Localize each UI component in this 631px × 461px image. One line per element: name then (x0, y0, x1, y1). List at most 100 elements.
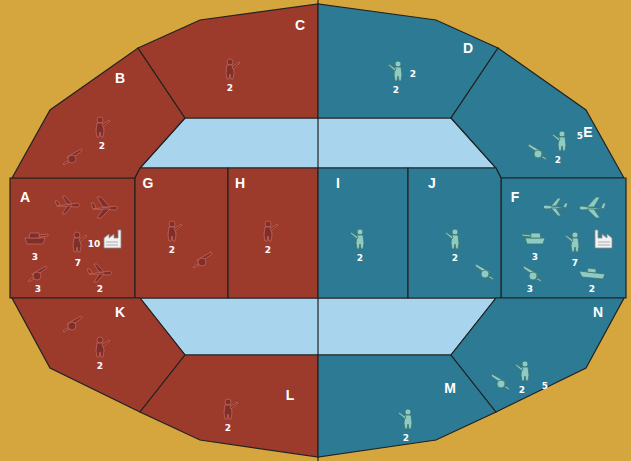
unit-count: 2 (265, 246, 271, 255)
units (226, 59, 240, 79)
units (63, 117, 110, 165)
units (445, 229, 494, 280)
unit-count: 2 (403, 434, 409, 443)
unit-count: 5 (577, 132, 583, 141)
inf-unit (388, 61, 402, 81)
region-letter: C (295, 18, 305, 32)
inf-unit (565, 232, 579, 252)
map-region: L2 (140, 355, 318, 457)
units (398, 409, 412, 429)
region-outline (501, 178, 626, 298)
unit-count: 2 (519, 386, 525, 395)
region-shape (501, 178, 626, 298)
region-outline (135, 168, 228, 298)
unit-count: 3 (532, 253, 538, 262)
inf-unit (398, 409, 412, 429)
unit-count: 2 (357, 254, 363, 263)
region-letter: E (583, 125, 592, 139)
unit-count: 2 (97, 285, 103, 294)
region-letter: K (115, 305, 125, 319)
units (168, 221, 212, 268)
art-unit (28, 266, 47, 282)
tank-unit (25, 233, 48, 244)
unit-count: 2 (97, 362, 103, 371)
units (264, 221, 278, 241)
region-letter: M (444, 381, 456, 395)
region-shape (140, 355, 318, 457)
plane-unit (87, 264, 112, 282)
region-letter: H (235, 176, 245, 190)
inf-unit (224, 399, 238, 419)
unit-count: 2 (227, 84, 233, 93)
factory-unit (104, 230, 121, 248)
art-unit (63, 149, 82, 165)
art-unit (528, 144, 547, 160)
inf-unit (168, 221, 182, 241)
unit-count: 10 (88, 240, 101, 249)
map-region: F 3 7 3 2 (501, 178, 626, 298)
units (350, 229, 364, 249)
region-letter: A (20, 190, 30, 204)
map-region: A 3 7 10 3 2 (10, 178, 135, 298)
map-region: N 2 5 (451, 298, 624, 412)
region-shape (451, 48, 624, 178)
map-region: C2 (138, 4, 318, 118)
inf-unit (445, 229, 459, 249)
inf-unit (96, 117, 110, 137)
region-shape (138, 4, 318, 118)
units (522, 197, 612, 282)
region-outline (451, 48, 624, 178)
units (388, 61, 402, 81)
unit-count: 3 (527, 285, 533, 294)
tank-unit (522, 233, 545, 244)
plane-unit (543, 198, 568, 216)
map-region: J2 (408, 168, 501, 298)
inf-unit (226, 59, 240, 79)
units (224, 399, 238, 419)
bomber-unit (91, 197, 118, 218)
unit-count: 2 (99, 142, 105, 151)
inf-unit (350, 229, 364, 249)
bomber-unit (579, 197, 606, 218)
region-outline (138, 4, 318, 118)
unit-count: 7 (75, 259, 81, 268)
unit-count: 7 (572, 259, 578, 268)
unit-count: 2 (555, 156, 561, 165)
map-region: H2 (228, 168, 318, 298)
region-letter: L (286, 388, 295, 402)
art-unit (475, 264, 494, 280)
unit-count: 2 (393, 86, 399, 95)
inf-unit (264, 221, 278, 241)
units (25, 196, 121, 282)
region-outline (228, 168, 318, 298)
region-letter: J (428, 176, 436, 190)
unit-count: 2 (452, 254, 458, 263)
art-unit (523, 266, 542, 282)
region-outline (140, 355, 318, 457)
region-shape (318, 168, 408, 298)
unit-count: 2 (169, 246, 175, 255)
region-outline (10, 178, 135, 298)
region-outline (408, 168, 501, 298)
unit-count: 5 (542, 382, 548, 391)
inf-unit (515, 361, 529, 381)
region-letter: F (511, 190, 520, 204)
region-letter: I (336, 176, 340, 190)
units (63, 316, 110, 357)
art-unit (491, 374, 510, 390)
unit-count: 2 (589, 285, 595, 294)
inf-unit (96, 337, 110, 357)
unit-count: 3 (35, 285, 41, 294)
region-letter: B (115, 71, 125, 85)
map-region: I2 (318, 168, 408, 298)
art-unit (63, 316, 82, 332)
region-outline (451, 298, 624, 412)
inf-unit (73, 232, 87, 252)
unit-count: 3 (32, 253, 38, 262)
factory-unit (595, 230, 612, 248)
plane-unit (55, 196, 80, 214)
unit-count: 2 (410, 70, 416, 79)
region-letter: N (593, 305, 603, 319)
art-unit (193, 252, 212, 268)
